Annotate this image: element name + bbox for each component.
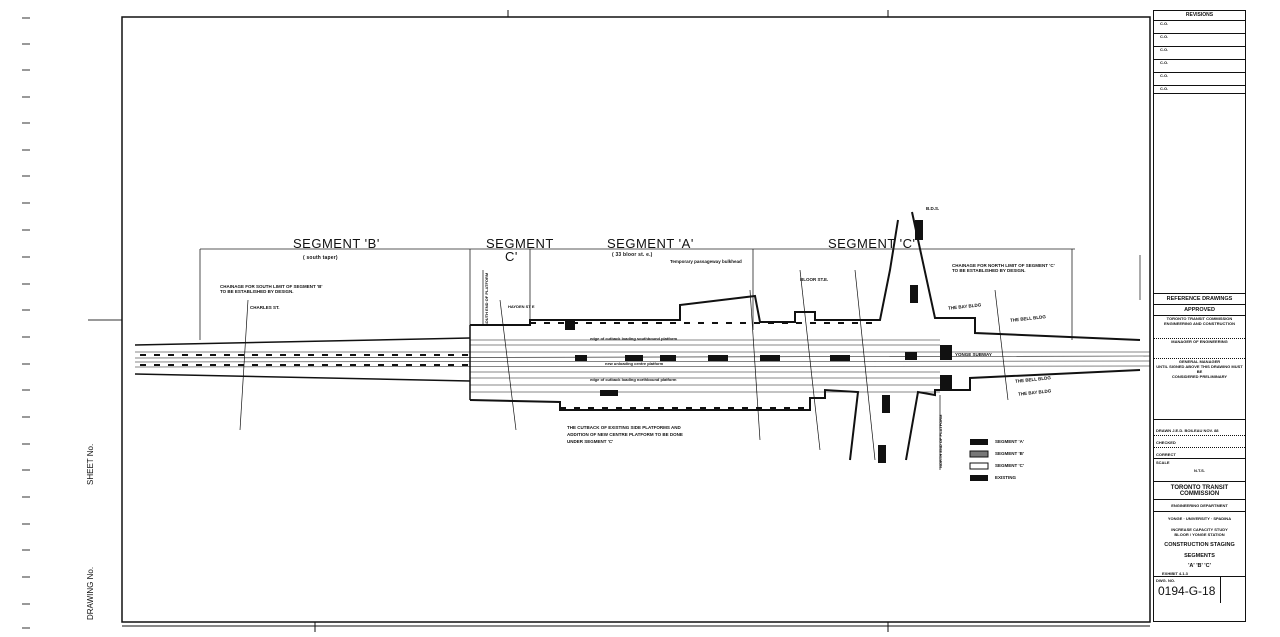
approval-block: REFERENCE DRAWINGS APPROVED TORONTO TRAN… xyxy=(1153,294,1246,420)
subway-line: YONGE · UNIVERSITY · SPADINA xyxy=(1167,516,1232,521)
temp-bulkhead-note: Temporary passageway bulkhead xyxy=(670,259,742,264)
prelim-note-2: CONSIDERED PRELIMINARY xyxy=(1171,374,1228,379)
study-2: BLOOR / YONGE STATION xyxy=(1174,532,1225,537)
drawing-border xyxy=(121,16,1151,623)
revision-row: C.O. xyxy=(1154,73,1245,86)
segment-c-left-label: SEGMENT xyxy=(486,236,554,251)
revisions-header: REVISIONS xyxy=(1154,11,1245,21)
edge-sb-note: edge of cutback loading southbound platf… xyxy=(590,336,678,341)
segment-c-label: SEGMENT 'C' xyxy=(828,236,916,251)
section-lines xyxy=(239,255,1141,470)
checked: CHECKED xyxy=(1154,436,1245,448)
legend-segment-b: SEGMENT 'B' xyxy=(995,451,1024,456)
revision-row: C.O. xyxy=(1154,47,1245,60)
edge-nb-note: edge of cutback loading northbound platf… xyxy=(590,377,677,382)
legend-segment-a: SEGMENT 'A' xyxy=(995,439,1024,444)
north-end-platform-label: NORTH END OF PLATFORM xyxy=(938,414,943,468)
legend-segment-c: SEGMENT 'C' xyxy=(995,463,1024,468)
revision-row: C.O. xyxy=(1154,34,1245,47)
segment-c-left-sub: C' xyxy=(505,249,518,264)
bloor-st-label: BLOOR ST.E. xyxy=(800,277,829,282)
south-end-platform-label: SOUTH END OF PLATFORM xyxy=(484,272,489,326)
stair-blocks xyxy=(565,220,952,463)
revisions-block: REVISIONS C.O. C.O. C.O. C.O. C.O. C.O. xyxy=(1153,10,1246,94)
title-info-block: DRAWN J.E.D. BOILEAU NOV. 88 CHECKED COR… xyxy=(1153,420,1246,622)
manager-signature: MANAGER OF ENGINEERING xyxy=(1154,338,1245,344)
prelim-note-1: UNTIL SIGNED ABOVE THIS DRAWING MUST BE xyxy=(1156,364,1243,374)
segment-b-label: SEGMENT 'B' xyxy=(293,236,380,251)
platform-dashes xyxy=(140,322,880,409)
exhibit-number: EXHIBIT 4.1.3 xyxy=(1154,569,1245,577)
margin-ticks xyxy=(22,17,122,629)
revision-row: C.O. xyxy=(1154,21,1245,34)
scale-value: N.T.S. xyxy=(1154,466,1245,482)
org-name-2: COMMISSION xyxy=(1154,491,1245,500)
segment-b-sub: ( south taper) xyxy=(303,255,338,261)
north-chainage-note: CHAINAGE FOR NORTH LIMIT OF SEGMENT 'C'T… xyxy=(952,263,1055,273)
scale-label: SCALE xyxy=(1156,460,1170,465)
gm-signature: GENERAL MANAGER xyxy=(1154,358,1245,364)
drawing-title-1: CONSTRUCTION STAGING xyxy=(1164,542,1235,548)
sheet-no-label: SHEET No. xyxy=(86,443,95,485)
department: ENGINEERING DEPARTMENT xyxy=(1154,500,1245,512)
dimension-lines xyxy=(199,248,1075,340)
yonge-subway-label: YONGE SUBWAY xyxy=(955,352,992,357)
segment-a-label: SEGMENT 'A' xyxy=(607,236,694,251)
charles-st-label: CHARLES ST. xyxy=(250,305,280,310)
cutback-note: THE CUTBACK OF EXISTING SIDE PLATFORMS A… xyxy=(567,425,683,444)
legend-existing: EXISTING xyxy=(995,475,1017,480)
drawing-title-2: SEGMENTS xyxy=(1184,553,1215,559)
legend-swatches xyxy=(969,439,989,481)
dwg-no-label: DWG. NO. xyxy=(1156,578,1176,583)
segment-a-sub: ( 33 bloor st. e.) xyxy=(612,252,653,258)
revision-row: C.O. xyxy=(1160,86,1169,91)
bds-label: B.D.S. xyxy=(926,206,940,211)
reference-drawings: REFERENCE DRAWINGS xyxy=(1154,294,1245,305)
correct: CORRECT xyxy=(1154,448,1245,459)
new-centre-note: new unloading centre platform xyxy=(605,361,664,366)
approved: APPROVED xyxy=(1154,305,1245,316)
org-name-1: TORONTO TRANSIT xyxy=(1170,485,1229,491)
approval-dept: ENGINEERING AND CONSTRUCTION xyxy=(1164,321,1235,326)
drawing-title-3: 'A' 'B' 'C' xyxy=(1188,563,1211,569)
south-chainage-note: CHAINAGE FOR SOUTH LIMIT OF SEGMENT 'B'T… xyxy=(220,284,323,294)
study-1: INCREASE CAPACITY STUDY xyxy=(1171,527,1228,532)
blank-block xyxy=(1153,94,1246,294)
drawing-no-label: DRAWING No. xyxy=(86,566,95,620)
approval-org: TORONTO TRANSIT COMMISSION xyxy=(1166,316,1233,321)
revision-row: C.O. xyxy=(1154,60,1245,73)
dwg-no: 0194-G-18 xyxy=(1158,584,1216,598)
drawn-by: DRAWN J.E.D. BOILEAU NOV. 88 xyxy=(1154,420,1245,436)
hayden-st-label: HAYDEN ST E xyxy=(508,304,535,309)
